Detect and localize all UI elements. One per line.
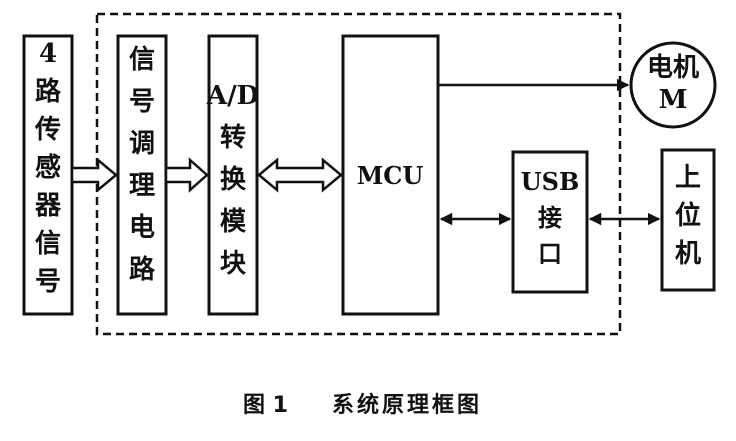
adc-label-line: 模 [220,207,247,237]
motor-label-line: 电机 [647,53,699,83]
host-label-line: 上 [675,163,701,193]
conditioning-label-line: 电 [129,213,155,243]
arrow-sensor-to-conditioning [70,157,118,193]
conditioning-label-line: 调 [129,129,155,159]
motor-block: 电机M [629,41,717,129]
adc-label-line: 换 [220,165,247,195]
conditioning-label-line: 号 [129,87,155,117]
sensor-label-line: 信 [35,229,61,259]
arrow-adc-mcu-bidirectional [257,157,343,193]
usb-interface-block: USB 接口 [511,150,589,294]
sensor-label-line: 器 [34,191,62,221]
adc-label-line: 块 [220,249,246,279]
conditioning-label-line: 理 [129,171,155,201]
conditioning-label-line: 信 [129,45,155,75]
sensor-label-line: 路 [35,76,62,107]
host-label-line: 位 [675,200,701,231]
usb-label-line: 接 [538,203,562,232]
arrow-conditioning-to-adc [164,157,209,193]
adc-label-line: 转 [220,123,246,153]
motor-label-line: M [659,85,688,115]
figure-title: 系统原理框图 [332,392,482,418]
conditioning-label-line: 路 [129,254,156,285]
adc-label-line: A/D [206,81,259,111]
host-computer-block: 上位机 [660,148,716,292]
usb-label-line: USB [521,167,580,196]
sensor-label-line: 4 [39,39,57,69]
sensor-label-line: 传 [34,115,61,145]
mcu-label-line: MCU [357,161,424,190]
host-label-line: 机 [675,239,701,269]
figure-number: 图 1 [243,393,288,418]
sensor-label-line: 感 [35,153,61,183]
mcu-block: MCU [341,34,440,316]
usb-label-line: 口 [538,239,562,268]
sensor-label-line: 号 [35,267,61,297]
